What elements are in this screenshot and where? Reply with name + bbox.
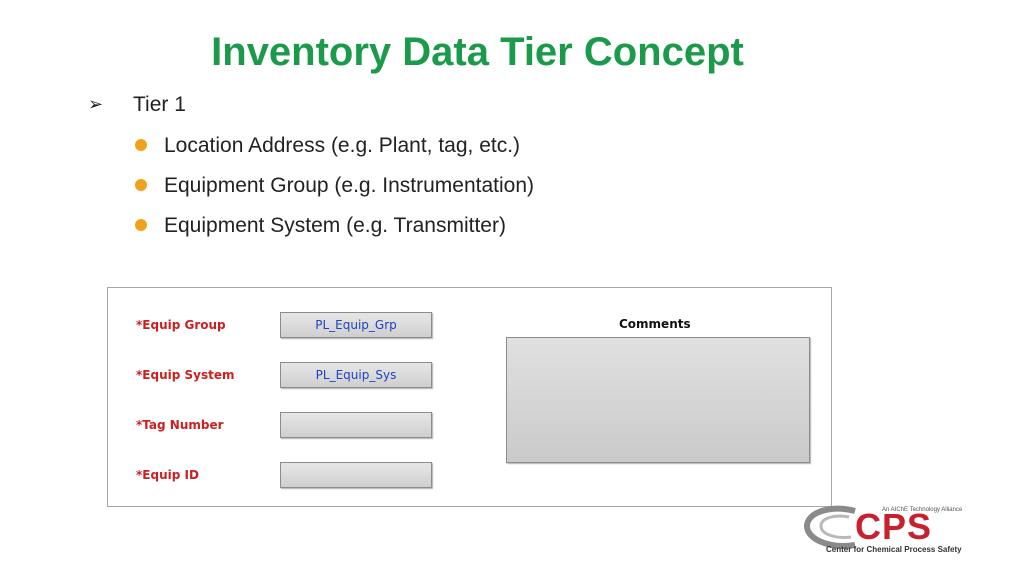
tier-label: Tier 1 [133, 93, 186, 116]
equipment-form-panel: *Equip Group PL_Equip_Grp *Equip System … [107, 287, 832, 507]
ccps-logo-swoosh-icon [804, 505, 856, 549]
equip-system-label: *Equip System [136, 368, 235, 382]
logo-letters: CPS [855, 506, 933, 547]
equip-group-field[interactable]: PL_Equip_Grp [280, 312, 432, 338]
sub-bullet-text: Location Address (e.g. Plant, tag, etc.) [164, 134, 521, 157]
logo-name: Center for Chemical Process Safety [826, 545, 962, 554]
orange-dot-icon [135, 219, 147, 231]
equip-id-label: *Equip ID [136, 468, 199, 482]
tag-number-field[interactable] [280, 412, 432, 438]
arrowhead-icon: ➢ [88, 94, 104, 114]
equip-id-field[interactable] [280, 462, 432, 488]
equip-group-label: *Equip Group [136, 318, 226, 332]
sub-bullet-text: Equipment System (e.g. Transmitter) [164, 214, 506, 237]
sub-bullet-text: Equipment Group (e.g. Instrumentation) [164, 174, 535, 197]
tag-number-label: *Tag Number [136, 418, 224, 432]
orange-dot-icon [135, 179, 147, 191]
logo-tagline: An AIChE Technology Alliance [882, 507, 963, 513]
comments-textarea[interactable] [506, 337, 810, 463]
equip-system-field[interactable]: PL_Equip_Sys [280, 362, 432, 388]
slide-title: Inventory Data Tier Concept [211, 30, 744, 74]
orange-dot-icon [135, 139, 147, 151]
comments-label: Comments [619, 317, 691, 331]
